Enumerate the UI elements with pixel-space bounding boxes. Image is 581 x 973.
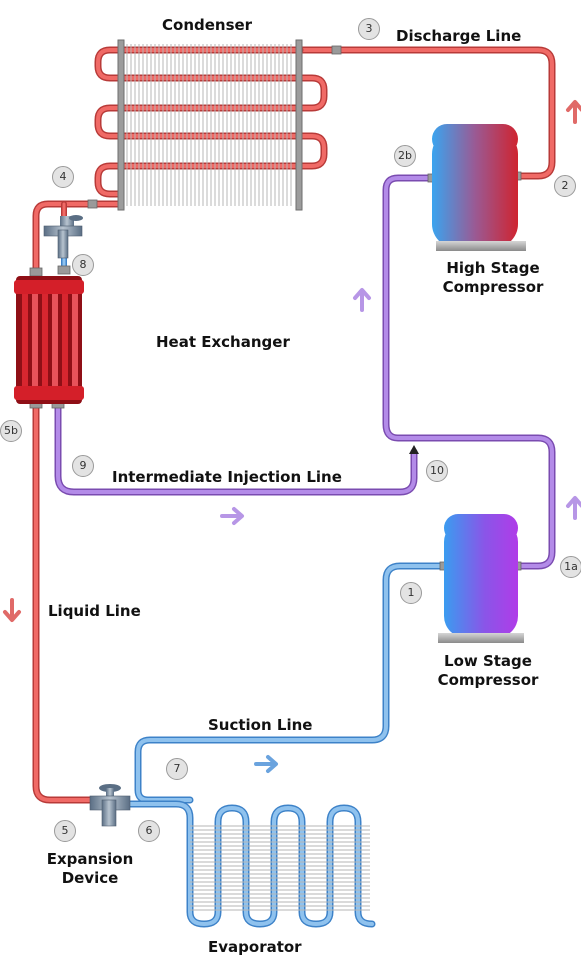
high-stage-compressor-label: High Stage Compressor: [425, 259, 561, 297]
injection-valve-icon: [43, 215, 83, 259]
high-stage-compressor-label-line2: Compressor: [442, 278, 544, 296]
point-badge-5: 5: [54, 820, 76, 842]
point-badge-2: 2: [554, 175, 576, 197]
low-stage-compressor-label-line2: Compressor: [437, 671, 539, 689]
suction-line-label: Suction Line: [208, 716, 313, 734]
low-stage-compressor-label: Low Stage Compressor: [420, 652, 556, 690]
discharge-and-liquid-lines: [32, 46, 556, 804]
arrow-up-icon-discharge: [566, 100, 581, 124]
evaporator-coil: [190, 825, 370, 911]
arrow-up-icon-low-discharge: [566, 496, 581, 520]
point-badge-1: 1: [400, 582, 422, 604]
arrow-down-icon-liquid: [3, 598, 21, 622]
arrow-up-icon-interstage: [353, 288, 371, 312]
heat-exchanger: [14, 276, 84, 404]
point-badge-10: 10: [426, 460, 448, 482]
point-badge-4: 4: [52, 166, 74, 188]
point-badge-6: 6: [138, 820, 160, 842]
heat-exchanger-label: Heat Exchanger: [156, 333, 290, 351]
expansion-valve-icon: [89, 784, 131, 827]
arrow-right-icon-suction: [254, 755, 278, 773]
injection-arrow-tip: [409, 445, 419, 454]
evaporator-label: Evaporator: [208, 938, 302, 956]
expansion-device-label-line2: Device: [61, 869, 119, 887]
liquid-line-label: Liquid Line: [48, 602, 141, 620]
high-stage-compressor-label-line1: High Stage: [446, 259, 540, 277]
intermediate-injection-line-label: Intermediate Injection Line: [112, 468, 342, 486]
point-badge-3: 3: [358, 18, 380, 40]
expansion-device-label-line1: Expansion: [46, 850, 134, 868]
point-badge-7: 7: [166, 758, 188, 780]
point-badge-8: 8: [72, 254, 94, 276]
discharge-line-label: Discharge Line: [396, 27, 522, 45]
suction-lines: [61, 237, 448, 928]
point-badge-1a: 1a: [560, 556, 581, 578]
condenser-label: Condenser: [162, 16, 253, 34]
low-stage-compressor-label-line1: Low Stage: [444, 652, 532, 670]
arrow-right-icon-injection: [220, 507, 244, 525]
point-badge-9: 9: [72, 455, 94, 477]
flow-arrows: [3, 100, 581, 773]
point-badge-5b: 5b: [0, 420, 22, 442]
high-stage-compressor-icon: [432, 124, 526, 251]
low-stage-compressor-icon: [438, 514, 524, 643]
expansion-device-label: Expansion Device: [30, 850, 150, 888]
injection-lines: [54, 174, 556, 570]
point-badge-2b: 2b: [394, 145, 416, 167]
condenser-coil: [117, 39, 303, 211]
